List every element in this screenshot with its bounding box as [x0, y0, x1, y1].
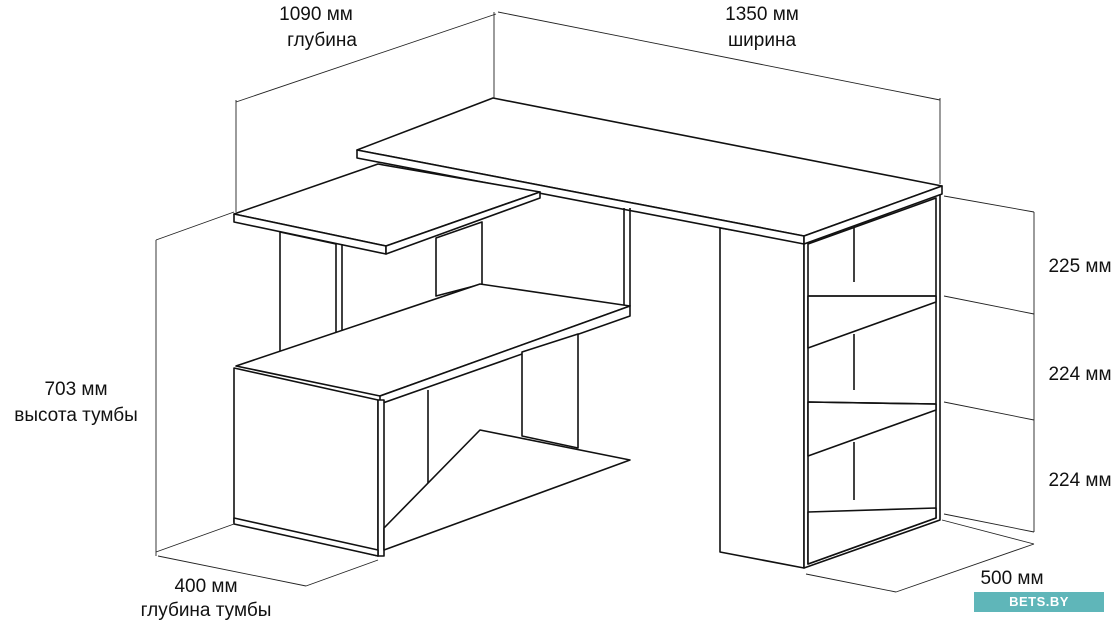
- dim-shelf-depth-ext: [941, 519, 1035, 545]
- width-total-caption: ширина: [728, 30, 797, 51]
- shelf-depth-value: 500 мм: [980, 568, 1043, 589]
- dim-depth-total-line: [235, 13, 497, 103]
- watermark-logo: BETS.BY: [974, 592, 1104, 612]
- cabinet-base: [233, 517, 379, 557]
- dimension-lines: [155, 11, 1035, 593]
- dim-shelf-depth-line-2: [895, 543, 1035, 593]
- upper-shelf-side: [385, 191, 541, 255]
- cabinet-depth-caption: глубина тумбы: [141, 600, 272, 621]
- dim-shelf-ext-4: [943, 513, 1035, 533]
- dimension-labels: 1090 мм глубина 1350 мм ширина 703 мм вы…: [14, 4, 1111, 621]
- desk-drawing: [233, 97, 943, 569]
- shelf-middle-value: 224 мм: [1048, 364, 1111, 385]
- dim-shelf-ext-3: [943, 401, 1035, 421]
- dim-height-ext-bottom: [155, 523, 235, 553]
- cabinet-inner-back: [521, 333, 579, 449]
- dim-shelf-ext-1: [943, 195, 1035, 213]
- dim-width-total-line: [497, 11, 941, 101]
- cabinet-height-caption: высота тумбы: [14, 405, 138, 426]
- width-total-value: 1350 мм: [725, 4, 799, 25]
- depth-total-caption: глубина: [287, 30, 357, 51]
- dim-cabinet-depth-ext: [305, 559, 379, 587]
- cabinet-right-panel: [377, 399, 385, 557]
- shelf-top-value: 225 мм: [1048, 256, 1111, 277]
- shelf-edge-line-b: [807, 401, 937, 405]
- dim-cabinet-depth-line: [157, 555, 307, 587]
- shelf-bottom-value: 224 мм: [1048, 470, 1111, 491]
- dim-height-ext-top: [155, 211, 235, 241]
- shelf-bottom-board: [807, 507, 937, 565]
- bottom-shelf-top: [383, 429, 631, 551]
- cabinet-height-value: 703 мм: [44, 379, 107, 400]
- dim-shelf-depth-line: [805, 573, 897, 593]
- depth-total-value: 1090 мм: [279, 4, 353, 25]
- desktop-side-edge: [803, 185, 943, 245]
- cabinet-depth-value: 400 мм: [174, 576, 237, 597]
- dim-shelf-ext-2: [943, 295, 1035, 315]
- shelf-unit-front-panel: [719, 227, 805, 569]
